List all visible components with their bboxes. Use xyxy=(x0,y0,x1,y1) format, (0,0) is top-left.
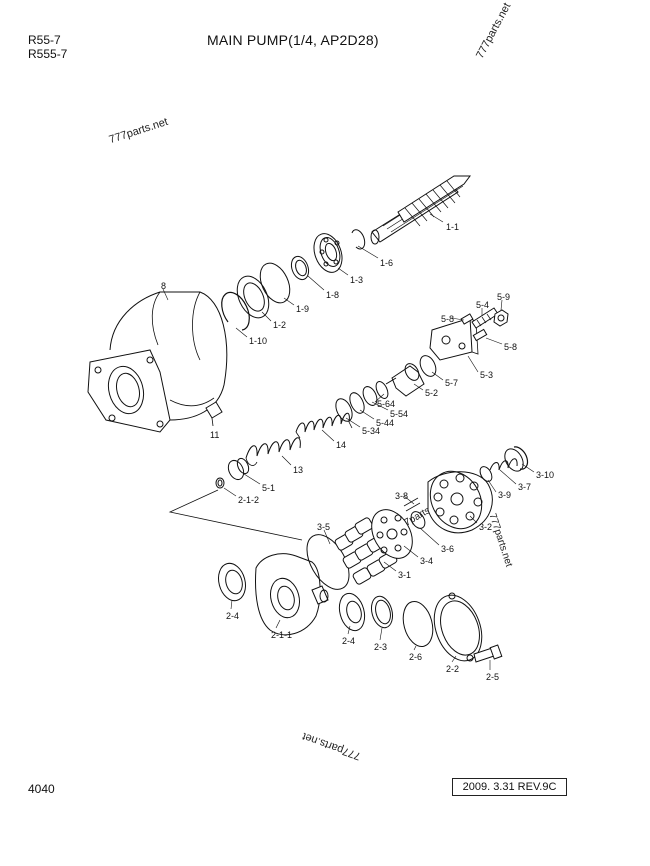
part-callout-2-6: 2-6 xyxy=(409,652,423,662)
spherical-bushing-part xyxy=(404,498,428,531)
model-label-r55-7: R55-7 xyxy=(28,33,61,47)
part-callout-3-1: 3-1 xyxy=(398,570,412,580)
oil-seal-part xyxy=(288,254,311,282)
end-cover-part xyxy=(426,589,491,668)
part-callout-5-7: 5-7 xyxy=(445,378,459,388)
spring-inner-part xyxy=(246,438,300,466)
part-callout-5-2: 5-2 xyxy=(425,388,439,398)
part-callout-1-10: 1-10 xyxy=(249,336,268,346)
part-callout-3-4: 3-4 xyxy=(420,556,434,566)
part-callout-5-64: 5-64 xyxy=(377,399,396,409)
part-callout-1-9: 1-9 xyxy=(296,304,310,314)
pump-casing-part xyxy=(88,292,227,432)
part-callout-3-5: 3-5 xyxy=(317,522,331,532)
bolt-part xyxy=(474,645,502,662)
part-callout-2-3: 2-3 xyxy=(374,642,388,652)
part-callout-2-5: 2-5 xyxy=(486,672,500,682)
page-number: 4040 xyxy=(28,782,55,796)
plug-part xyxy=(206,402,222,426)
snap-ring-part xyxy=(222,292,250,330)
o-ring-part xyxy=(399,598,438,650)
part-callout-2-1-1: 2-1-1 xyxy=(271,630,293,640)
part-callout-13: 13 xyxy=(293,465,304,475)
part-callout-11: 11 xyxy=(210,430,220,440)
part-callout-8: 8 xyxy=(161,281,167,291)
part-callout-5-8: 5-8 xyxy=(504,342,518,352)
seal-cover-part xyxy=(231,271,275,323)
part-callout-1-3: 1-3 xyxy=(350,275,364,285)
part-callout-5-4: 5-4 xyxy=(476,300,490,310)
retainer-plate-part xyxy=(363,502,420,565)
part-callout-3-2: 3-2 xyxy=(479,522,493,532)
bearing-part xyxy=(335,591,368,634)
bearing-part xyxy=(215,560,250,603)
bearing-part xyxy=(309,230,347,276)
part-callout-3-9: 3-9 xyxy=(498,490,512,500)
part-callout-5-9: 5-9 xyxy=(497,292,511,302)
snap-ring-part xyxy=(368,594,396,630)
part-callout-1-8: 1-8 xyxy=(326,290,340,300)
leader-lines xyxy=(163,214,534,670)
shaft-part xyxy=(371,176,470,244)
part-callout-2-4: 2-4 xyxy=(342,636,356,646)
block-spring-part xyxy=(478,446,528,484)
part-callout-3-6: 3-6 xyxy=(441,544,455,554)
part-callout-5-54: 5-54 xyxy=(390,409,409,419)
pin-part xyxy=(216,478,224,488)
model-label-r555-7: R555-7 xyxy=(28,47,68,61)
part-callout-3-8: 3-8 xyxy=(395,491,409,501)
part-callout-5-44: 5-44 xyxy=(376,418,395,428)
part-callout-2-2: 2-2 xyxy=(446,664,460,674)
part-callout-3-7: 3-7 xyxy=(518,482,532,492)
leader-line xyxy=(170,490,302,540)
spool-part xyxy=(386,361,424,396)
part-callout-5-1: 5-1 xyxy=(262,483,276,493)
part-callout-5-3: 5-3 xyxy=(480,370,494,380)
shoe-plate-part xyxy=(298,528,357,597)
part-callout-1-6: 1-6 xyxy=(380,258,394,268)
part-callout-2-4: 2-4 xyxy=(226,611,240,621)
o-ring-part xyxy=(254,258,295,307)
spring-seat-part xyxy=(225,457,250,482)
part-callout-2-1-2: 2-1-2 xyxy=(238,495,260,505)
cylinder-block-part xyxy=(420,462,492,538)
part-callout-1-2: 1-2 xyxy=(273,320,287,330)
part-callout-14: 14 xyxy=(336,440,347,450)
adjust-screw-part xyxy=(461,308,508,341)
regulator-cover-part xyxy=(430,318,478,360)
part-callout-1-1: 1-1 xyxy=(446,222,460,232)
snap-ring-part xyxy=(352,230,365,249)
part-callout-5-34: 5-34 xyxy=(362,426,381,436)
page-title: MAIN PUMP(1/4, AP2D28) xyxy=(207,32,379,48)
revision-box: 2009. 3.31 REV.9C xyxy=(452,778,567,796)
o-ring-part xyxy=(417,353,439,379)
part-callout-3-10: 3-10 xyxy=(536,470,555,480)
swash-plate-part xyxy=(256,554,328,635)
part-callout-5-8: 5-8 xyxy=(441,314,455,324)
spring-outer-part xyxy=(296,413,352,438)
